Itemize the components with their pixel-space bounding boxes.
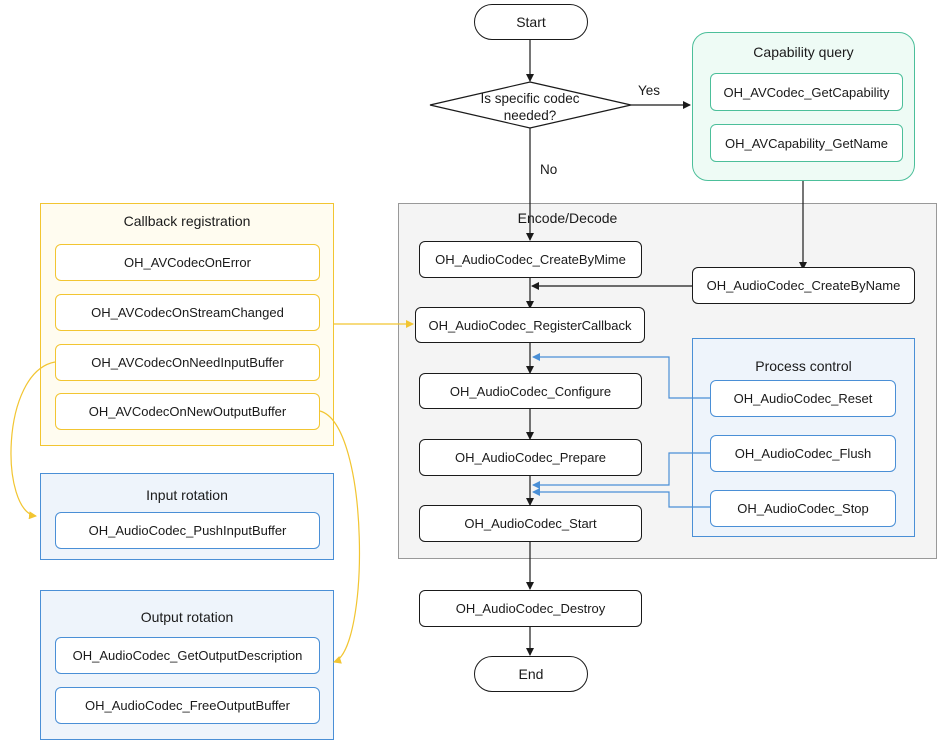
arrow-stop-return (532, 488, 710, 508)
process-control-title: Process control (755, 358, 852, 374)
get-name-node: OH_AVCapability_GetName (710, 124, 903, 162)
flush-node: OH_AudioCodec_Flush (710, 435, 896, 472)
yes-label: Yes (638, 83, 661, 98)
on-stream-changed-node: OH_AVCodecOnStreamChanged (55, 294, 320, 331)
push-input-buffer-node: OH_AudioCodec_PushInputBuffer (55, 512, 320, 549)
configure-node: OH_AudioCodec_Configure (419, 373, 642, 409)
arrow-newoutput-to-output-rotation (319, 410, 361, 664)
arrow-reset-return (532, 353, 710, 399)
register-callback-node: OH_AudioCodec_RegisterCallback (415, 307, 645, 343)
prepare-node: OH_AudioCodec_Prepare (419, 439, 642, 476)
start-terminal: Start (474, 4, 588, 40)
stop-node: OH_AudioCodec_Stop (710, 490, 896, 527)
input-rotation-title: Input rotation (146, 487, 228, 503)
encode-decode-title: Encode/Decode (517, 210, 618, 226)
capability-query-title: Capability query (753, 44, 854, 60)
on-error-node: OH_AVCodecOnError (55, 244, 320, 281)
arrow-flush-return (532, 452, 710, 489)
callback-registration-title: Callback registration (123, 213, 251, 229)
create-by-mime-node: OH_AudioCodec_CreateByMime (419, 241, 642, 278)
get-output-description-node: OH_AudioCodec_GetOutputDescription (55, 637, 320, 674)
on-new-output-buffer-node: OH_AVCodecOnNewOutputBuffer (55, 393, 320, 430)
reset-node: OH_AudioCodec_Reset (710, 380, 896, 417)
on-need-input-buffer-node: OH_AVCodecOnNeedInputBuffer (55, 344, 320, 381)
create-by-name-node: OH_AudioCodec_CreateByName (692, 267, 915, 304)
arrow-needinput-to-input-rotation (10, 361, 56, 520)
no-label: No (540, 162, 558, 177)
destroy-node: OH_AudioCodec_Destroy (419, 590, 642, 627)
start-codec-node: OH_AudioCodec_Start (419, 505, 642, 542)
get-capability-node: OH_AVCodec_GetCapability (710, 73, 903, 111)
free-output-buffer-node: OH_AudioCodec_FreeOutputBuffer (55, 687, 320, 724)
output-rotation-title: Output rotation (140, 609, 234, 625)
decision-label: Is specific codec needed? (480, 91, 580, 123)
end-terminal: End (474, 656, 588, 692)
